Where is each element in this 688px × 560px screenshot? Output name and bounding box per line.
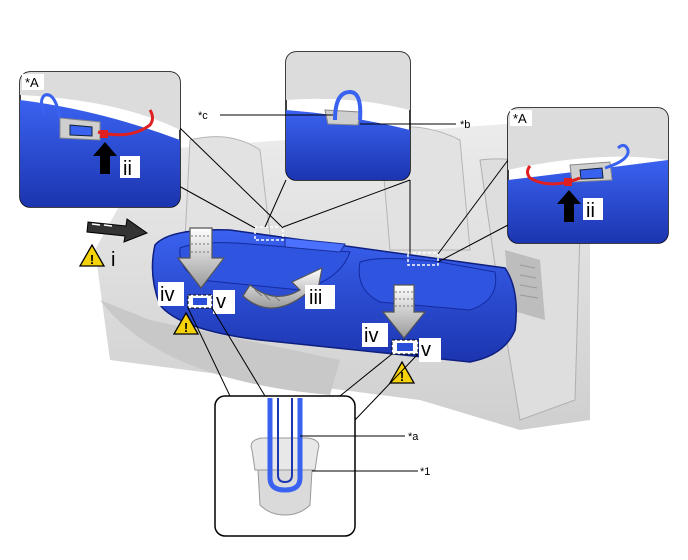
down-arrow-icon (176, 227, 226, 289)
callout-c: *c (198, 110, 208, 122)
inset-left-label: *A (25, 75, 39, 90)
inset-right-connector-detail: *A ii (507, 107, 669, 244)
inset-right-label: *A (513, 111, 527, 126)
step-label-iv-left: iv (160, 284, 174, 306)
step-label-iii: iii (309, 287, 322, 309)
step-label-v-right: v (421, 339, 431, 361)
svg-text:!: ! (184, 320, 188, 335)
step-label-ii-right: ii (586, 200, 595, 222)
warning-icon: ! (78, 243, 106, 267)
callout-b: *b (460, 119, 470, 131)
warning-icon: ! (172, 311, 200, 335)
inset-leader-lines (149, 127, 509, 421)
callout-1: *1 (420, 466, 430, 478)
svg-text:!: ! (400, 369, 404, 384)
up-arrow-icon (93, 142, 117, 174)
step-label-iv-right: iv (364, 325, 378, 347)
svg-text:!: ! (90, 252, 94, 267)
inset-bottom-clip-detail (214, 395, 356, 537)
inset-top-clip-detail (285, 51, 411, 181)
step-label-ii-left: ii (123, 158, 132, 180)
clip-location-box-right (407, 252, 439, 266)
step-label-v-left: v (216, 291, 226, 313)
callout-a: *a (408, 431, 419, 443)
down-arrow-icon (381, 284, 427, 339)
clip-location-box-center (254, 226, 284, 241)
pull-direction-arrow-icon (86, 218, 149, 243)
clip-marker-front-left (193, 298, 207, 305)
inset-left-connector-detail: *A ii (19, 71, 181, 208)
step-label-i: i (111, 249, 115, 271)
up-arrow-icon (557, 190, 581, 222)
clip-marker-front-right (397, 343, 413, 351)
